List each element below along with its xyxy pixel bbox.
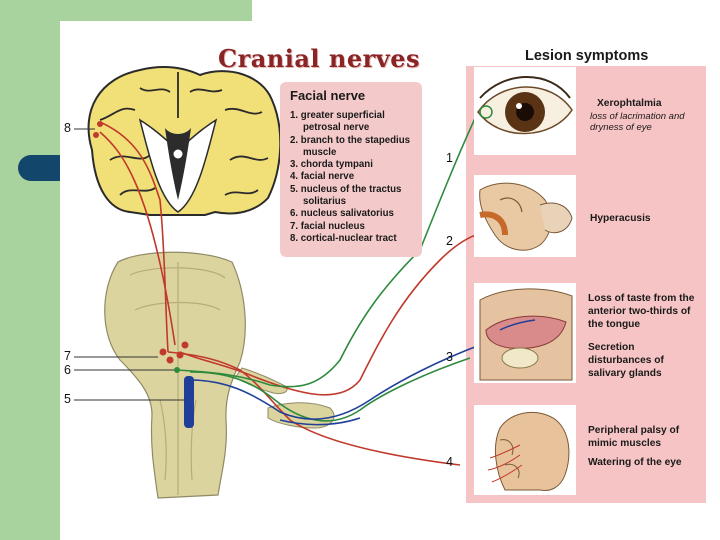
- label-2: 2: [446, 234, 453, 248]
- mouth-section-illustration: [474, 283, 576, 383]
- label-3: 3: [446, 350, 453, 364]
- eye-illustration: [474, 67, 576, 155]
- brain-coronal-illustration: [87, 66, 282, 216]
- symptom-watering: Watering of the eye: [588, 457, 682, 468]
- legend-item: 4. facial nerve: [290, 171, 355, 183]
- background-side-band: [0, 0, 60, 540]
- legend-item: 8. cortical-nuclear tract: [290, 232, 397, 244]
- label-4: 4: [446, 455, 453, 469]
- legend-item: 3. chorda tympani: [290, 159, 373, 171]
- background-top-band: [60, 0, 252, 21]
- label-8: 8: [64, 121, 71, 135]
- label-6: 6: [64, 363, 71, 377]
- nerve-nuclei: [93, 121, 189, 373]
- label-1: 1: [446, 151, 453, 165]
- page-title: Cranial nerves: [218, 44, 420, 73]
- symptom-palsy: Peripheral palsy of mimic muscles: [588, 425, 680, 449]
- symptom-xerophtalmia: Xerophtalmia: [597, 98, 662, 109]
- legend-item: 7. facial nucleus: [290, 220, 365, 232]
- symptom-taste: Loss of taste from the anterior two-thir…: [588, 293, 695, 330]
- symptom-secretion: Secretion disturbances of salivary gland…: [588, 342, 664, 379]
- legend-item: 5. nucleus of the tractus solitarius: [290, 183, 402, 208]
- symptom-hyperacusis: Hyperacusis: [590, 213, 651, 224]
- legend-list: 1. greater superficial petrosal nerve 2.…: [290, 110, 424, 245]
- slide-tab-decoration: [18, 155, 68, 181]
- head-face-illustration: [474, 405, 576, 495]
- legend-item: 6. nucleus salivatorius: [290, 208, 394, 220]
- label-7: 7: [64, 349, 71, 363]
- ear-illustration: [474, 175, 576, 257]
- label-5: 5: [64, 392, 71, 406]
- legend-title: Facial nerve: [290, 88, 366, 103]
- symptom-xerophtalmia-detail: loss of lacrimation and dryness of eye: [590, 111, 685, 133]
- legend-box: Facial nerve 1. greater superficial petr…: [280, 82, 422, 257]
- lesion-symptoms-title: Lesion symptoms: [525, 48, 649, 64]
- legend-item: 2. branch to the stapedius muscle: [290, 134, 411, 158]
- legend-item: 1. greater superficial petrosal nerve: [290, 110, 385, 134]
- left-leader-lines: [74, 128, 186, 401]
